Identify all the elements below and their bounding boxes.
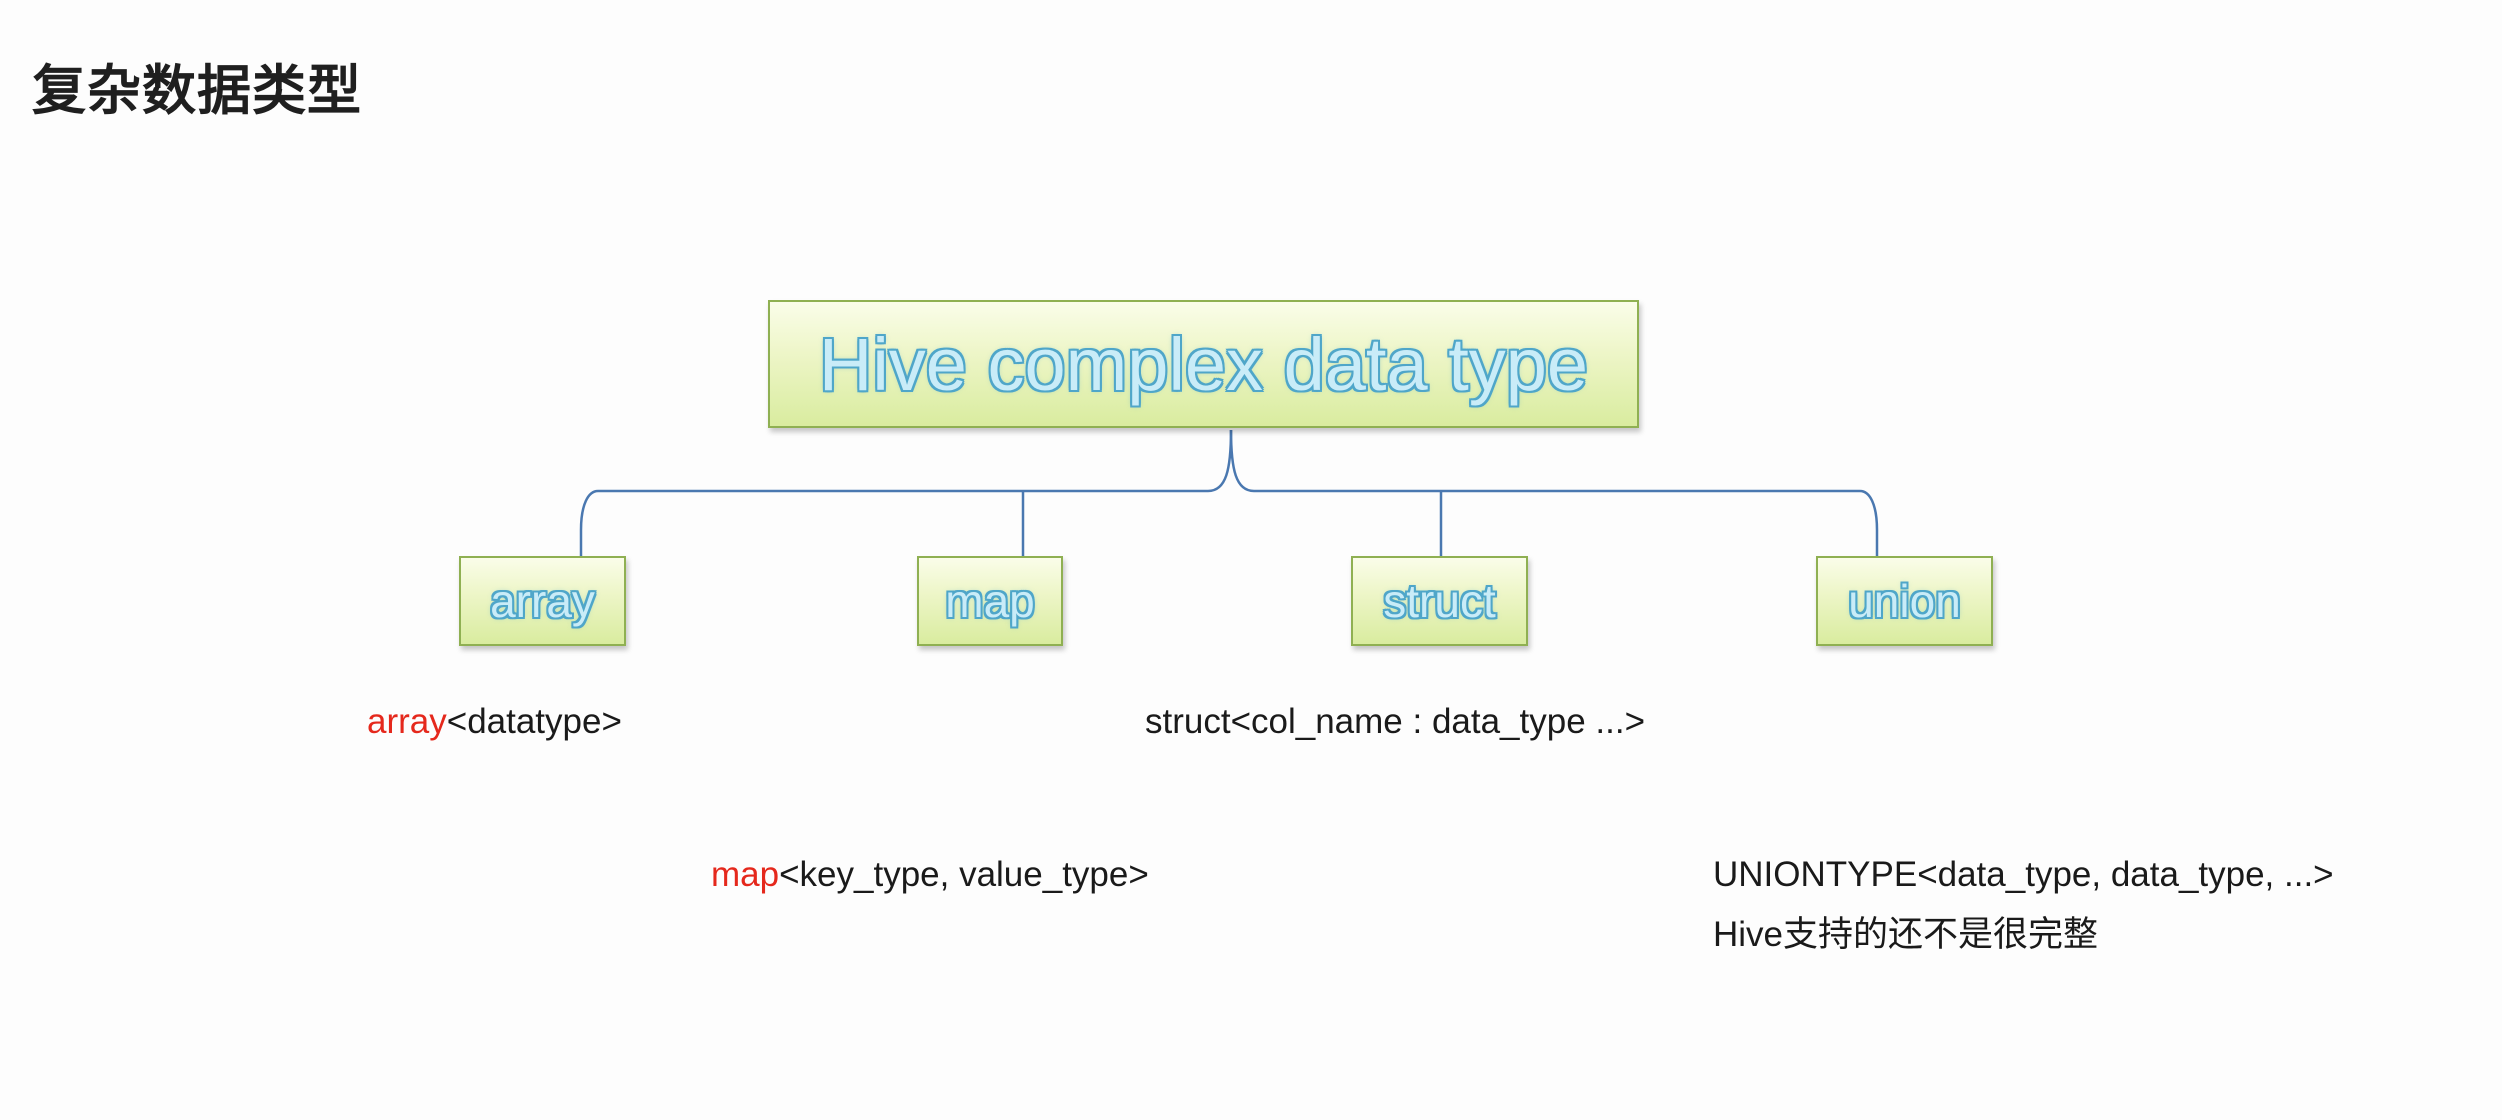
root-node-box: Hive complex data type	[768, 300, 1639, 428]
union-note: Hive支持的还不是很完整	[1713, 915, 2099, 954]
node-struct-box: struct	[1351, 556, 1528, 646]
node-map-box: map	[917, 556, 1063, 646]
root-node-label: Hive complex data type	[818, 322, 1589, 406]
struct-syntax: struct<col_name : data_type ...>	[1145, 702, 1646, 741]
map-syntax: map<key_type, value_type>	[711, 855, 1149, 895]
connector-right-branch	[1229, 429, 1879, 556]
map-syntax-rest: <key_type, value_type>	[779, 855, 1149, 894]
node-struct-label: struct	[1383, 575, 1496, 627]
node-union-label: union	[1848, 575, 1961, 627]
node-map-label: map	[945, 575, 1035, 627]
array-keyword: array	[367, 702, 447, 741]
node-union-box: union	[1816, 556, 1993, 646]
union-syntax: UNIONTYPE<data_type, data_type, ...>	[1713, 855, 2334, 894]
node-array-label: array	[490, 575, 595, 627]
array-syntax: array<datatype>	[367, 702, 622, 742]
array-syntax-rest: <datatype>	[446, 702, 622, 741]
node-array-box: array	[459, 556, 626, 646]
map-keyword: map	[711, 855, 780, 894]
connector-left-branch	[579, 429, 1233, 556]
page-title: 复杂数据类型	[32, 59, 362, 122]
